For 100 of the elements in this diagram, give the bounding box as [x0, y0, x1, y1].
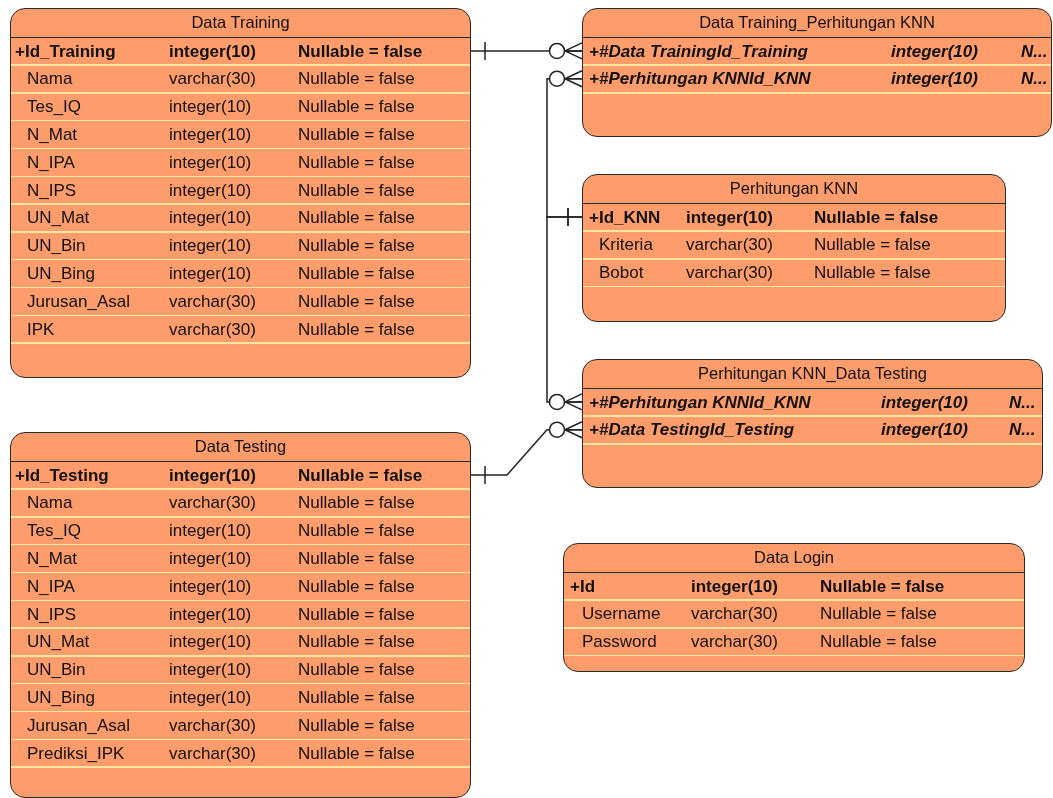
column-name: +Id_KNN — [589, 207, 661, 228]
column-name: +#Perhitungan KNNId_KNN — [589, 69, 811, 90]
column-constraint: Nullable = false — [298, 743, 415, 764]
column-constraint: Nullable = false — [298, 632, 415, 653]
column-name: Nama — [27, 493, 73, 514]
data-type: integer(10) — [169, 41, 256, 62]
table-title: Data Login — [753, 547, 835, 567]
column-constraint: N... — [1021, 41, 1048, 62]
column-name: Prediksi_IPK — [27, 743, 125, 764]
entity-table — [582, 359, 1043, 488]
column-constraint: Nullable = false — [298, 465, 423, 486]
column-name: Password — [582, 632, 657, 653]
table-title: Perhitungan KNN_Data Testing — [697, 363, 928, 383]
column-name: N_IPA — [27, 152, 75, 173]
relationship-line — [470, 420, 583, 485]
column-constraint: Nullable = false — [298, 236, 415, 257]
column-name: +#Perhitungan KNNId_KNN — [589, 392, 811, 413]
column-name: Nama — [27, 69, 73, 90]
column-name: Jurusan_Asal — [27, 291, 130, 312]
column-constraint: N... — [1009, 420, 1036, 441]
column-name: N_Mat — [27, 548, 78, 569]
column-constraint: Nullable = false — [298, 604, 415, 625]
table-title: Data Training_Perhitungan KNN — [698, 12, 936, 32]
column-constraint: Nullable = false — [814, 207, 939, 228]
data-type: integer(10) — [169, 604, 252, 625]
data-type: integer(10) — [691, 576, 778, 597]
column-constraint: Nullable = false — [820, 632, 937, 653]
data-type: integer(10) — [169, 521, 252, 542]
table-title: Data Training — [190, 12, 291, 32]
column-constraint: Nullable = false — [298, 687, 415, 708]
data-type: integer(10) — [169, 576, 252, 597]
column-name: Jurusan_Asal — [27, 715, 130, 736]
data-type: varchar(30) — [169, 69, 256, 90]
column-constraint: Nullable = false — [298, 263, 415, 284]
column-name: IPK — [27, 319, 55, 340]
table-title: Perhitungan KNN — [728, 178, 860, 198]
data-type: integer(10) — [169, 687, 252, 708]
column-constraint: Nullable = false — [298, 319, 415, 340]
column-name: N_IPS — [27, 180, 77, 201]
data-type: varchar(30) — [169, 493, 256, 514]
data-type: integer(10) — [169, 180, 252, 201]
column-constraint: N... — [1021, 69, 1048, 90]
column-constraint: Nullable = false — [820, 604, 937, 625]
column-constraint: Nullable = false — [298, 576, 415, 597]
data-type: integer(10) — [169, 97, 252, 118]
data-type: integer(10) — [686, 207, 773, 228]
data-type: integer(10) — [169, 660, 252, 681]
column-constraint: Nullable = false — [298, 521, 415, 542]
column-constraint: Nullable = false — [298, 715, 415, 736]
column-name: +#Data TrainingId_Training — [589, 41, 808, 62]
column-constraint: Nullable = false — [298, 41, 423, 62]
entity-table — [10, 8, 471, 378]
column-constraint: Nullable = false — [814, 235, 931, 256]
column-constraint: Nullable = false — [298, 124, 415, 145]
column-constraint: Nullable = false — [814, 263, 931, 284]
data-type: integer(10) — [169, 632, 252, 653]
data-type: integer(10) — [891, 69, 978, 90]
column-constraint: Nullable = false — [820, 576, 945, 597]
data-type: integer(10) — [881, 420, 968, 441]
column-name: Tes_IQ — [27, 97, 81, 118]
column-name: UN_Mat — [27, 208, 90, 229]
column-constraint: Nullable = false — [298, 208, 415, 229]
data-type: varchar(30) — [169, 715, 256, 736]
column-constraint: Nullable = false — [298, 291, 415, 312]
entity-table — [582, 174, 1006, 322]
data-type: varchar(30) — [169, 743, 256, 764]
column-constraint: Nullable = false — [298, 69, 415, 90]
data-type: integer(10) — [169, 208, 252, 229]
column-name: Bobot — [599, 263, 644, 284]
column-name: Tes_IQ — [27, 521, 81, 542]
column-constraint: Nullable = false — [298, 97, 415, 118]
column-constraint: Nullable = false — [298, 180, 415, 201]
column-name: +#Data TestingId_Testing — [589, 420, 795, 441]
column-constraint: Nullable = false — [298, 660, 415, 681]
data-type: varchar(30) — [169, 291, 256, 312]
relationship-line — [546, 207, 583, 411]
column-name: UN_Mat — [27, 632, 90, 653]
entity-table — [563, 543, 1025, 672]
column-name: +Id — [570, 576, 596, 597]
column-constraint: Nullable = false — [298, 152, 415, 173]
column-name: +Id_Training — [15, 41, 116, 62]
data-type: varchar(30) — [169, 319, 256, 340]
data-type: varchar(30) — [686, 235, 773, 256]
relationship-line — [470, 41, 583, 61]
column-constraint: Nullable = false — [298, 493, 415, 514]
data-type: integer(10) — [891, 41, 978, 62]
column-name: +Id_Testing — [15, 465, 109, 486]
data-type: integer(10) — [169, 548, 252, 569]
column-name: UN_Bin — [27, 236, 86, 257]
column-name: N_IPA — [27, 576, 75, 597]
data-type: integer(10) — [169, 124, 252, 145]
column-name: N_Mat — [27, 124, 78, 145]
data-type: integer(10) — [169, 465, 256, 486]
column-constraint: Nullable = false — [298, 548, 415, 569]
data-type: varchar(30) — [691, 632, 778, 653]
table-title: Data Testing — [193, 436, 288, 456]
entity-table — [582, 8, 1052, 137]
column-name: UN_Bing — [27, 263, 96, 284]
entity-table — [10, 432, 471, 798]
data-type: integer(10) — [169, 236, 252, 257]
